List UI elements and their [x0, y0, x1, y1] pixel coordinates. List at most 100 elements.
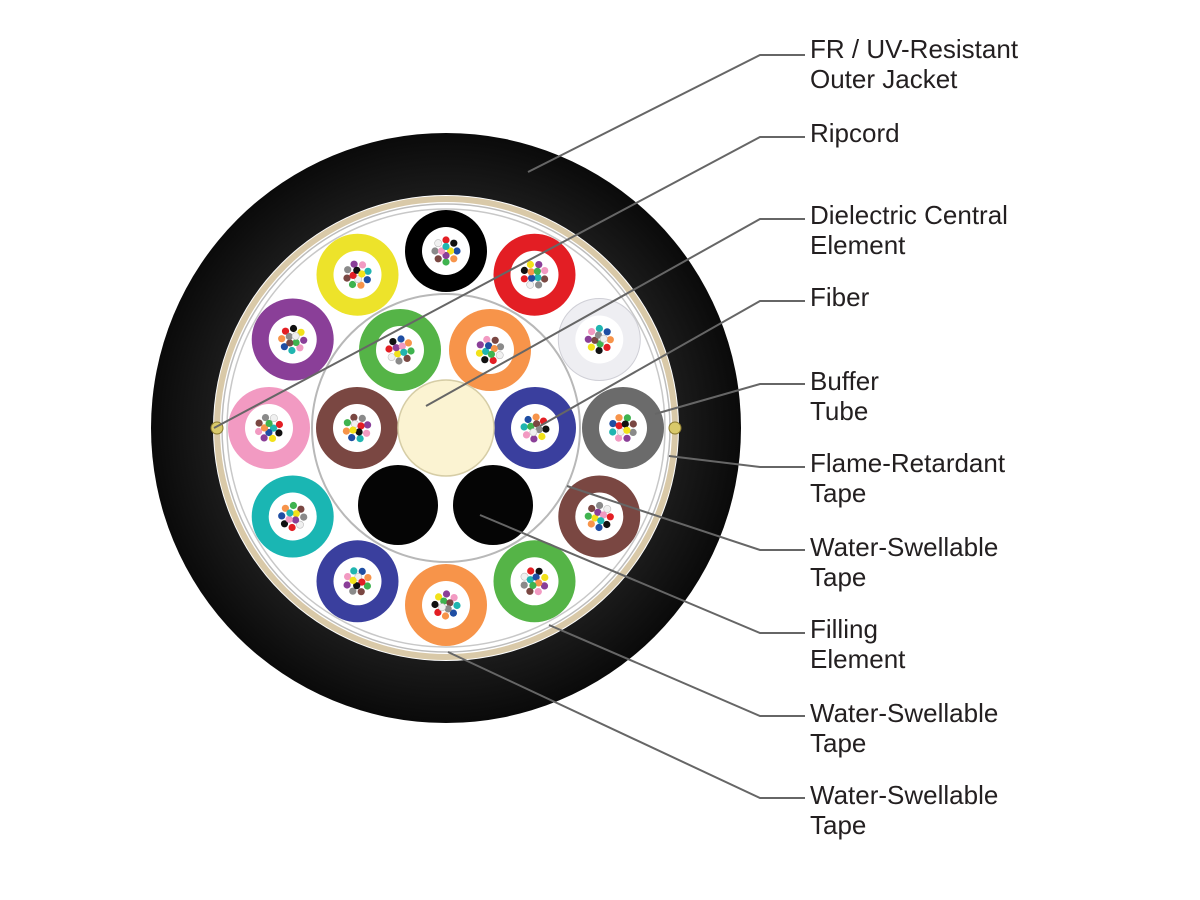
callout-filling-element: Filling Element	[810, 614, 905, 674]
fiber	[285, 332, 293, 341]
callout-central-element: Dielectric Central Element	[810, 200, 1008, 260]
leader-line-fiber	[539, 300, 805, 427]
fiber	[343, 419, 351, 427]
fiber	[349, 576, 357, 585]
fiber	[286, 339, 294, 347]
fiber	[491, 336, 499, 344]
fiber	[450, 255, 458, 263]
fiber	[357, 422, 365, 430]
fiber	[520, 275, 528, 283]
buffer-tube	[557, 298, 641, 381]
fiber	[442, 242, 450, 251]
buffer-tube-core	[466, 326, 514, 374]
fiber	[495, 351, 504, 360]
buffer-tube-core	[422, 581, 470, 629]
fiber	[286, 509, 294, 517]
fiber	[596, 501, 604, 510]
fiber	[281, 504, 289, 512]
fiber	[261, 414, 270, 422]
fiber	[616, 427, 625, 436]
filling-element-left	[358, 465, 438, 545]
fiber	[434, 255, 442, 263]
buffer-tube	[493, 233, 576, 316]
fiber	[280, 520, 289, 528]
fiber	[260, 434, 268, 442]
fiber	[442, 251, 450, 260]
fiber	[475, 349, 484, 357]
fiber	[527, 567, 535, 575]
fiber	[357, 281, 365, 289]
fiber	[387, 353, 396, 361]
buffer-tube-core	[510, 557, 559, 606]
fiber	[407, 347, 415, 355]
fiber	[603, 328, 611, 336]
fiber	[476, 341, 484, 349]
buffer-tube-core	[511, 404, 559, 452]
fiber	[532, 413, 540, 421]
fiber	[446, 599, 454, 607]
callout-text: Water-Swellable	[810, 780, 999, 810]
callout-text: Element	[810, 230, 906, 260]
fiber	[526, 280, 535, 289]
fiber	[292, 338, 300, 347]
fiber	[394, 350, 402, 358]
fiber	[363, 429, 371, 437]
fiber	[350, 420, 359, 428]
fiber	[350, 567, 358, 575]
fiber	[292, 516, 300, 524]
fiber	[483, 335, 491, 344]
callout-text: Tape	[810, 478, 867, 508]
fiber	[350, 413, 358, 421]
leader-line-central-element	[425, 218, 805, 407]
buffer-tube	[405, 564, 487, 646]
fiber	[268, 434, 277, 442]
fiber	[285, 515, 293, 523]
fiber	[446, 247, 455, 255]
fiber	[609, 420, 617, 428]
fiber	[453, 247, 461, 255]
fiber	[532, 573, 540, 581]
fiber	[400, 348, 408, 356]
leader-line-buffer-tube	[654, 383, 805, 415]
fiber	[364, 574, 372, 582]
fiber	[603, 505, 612, 513]
callout-water-swellable-tape-1: Water-Swellable Tape	[810, 532, 998, 592]
leader-line-filling-element	[479, 514, 805, 634]
fiber	[591, 336, 599, 344]
callout-text: Fiber	[810, 282, 870, 312]
fiber	[450, 594, 458, 602]
fiber	[342, 427, 350, 435]
fiber	[533, 420, 541, 428]
fiber	[540, 582, 549, 590]
fiber	[389, 338, 397, 346]
fiber	[606, 513, 614, 521]
callout-buffer-tube: Buffer Tube	[810, 366, 879, 426]
fiber	[615, 422, 623, 430]
fiber	[595, 523, 603, 532]
fiber	[343, 274, 351, 282]
fiber	[609, 428, 617, 436]
buffer-tube	[316, 540, 399, 623]
callout-text: Filling	[810, 614, 878, 644]
callout-flame-retardant-tape: Flame-Retardant Tape	[810, 448, 1005, 508]
fiber	[541, 573, 549, 582]
fiber	[348, 434, 356, 442]
fiber	[520, 423, 528, 431]
buffer-tube	[493, 540, 576, 623]
leader-line-water-swellable-tape-2	[548, 624, 805, 717]
fiber	[278, 512, 286, 520]
callout-text: Tape	[810, 810, 867, 840]
buffer-tube-core	[376, 326, 424, 374]
fiber	[520, 266, 529, 274]
fiber	[438, 603, 446, 612]
fiber	[275, 429, 283, 437]
fiber	[595, 324, 604, 333]
fiber	[595, 346, 603, 355]
fiber	[533, 267, 542, 275]
fiber	[606, 336, 614, 344]
fiber	[587, 343, 596, 351]
fiber	[520, 572, 529, 581]
fiber	[623, 426, 631, 434]
fiber	[255, 419, 263, 427]
fiber	[434, 608, 442, 617]
